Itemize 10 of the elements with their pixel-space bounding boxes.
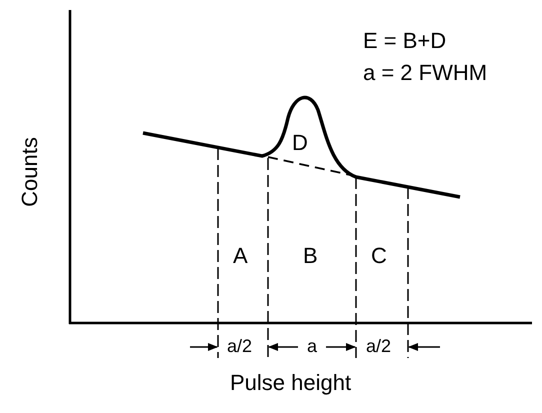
region-label: D: [292, 132, 308, 154]
dimension-label: a/2: [366, 337, 392, 355]
region-label: A: [233, 245, 248, 267]
dimension-label: a/2: [227, 337, 252, 355]
region-label: B: [303, 245, 318, 267]
axis-title: Counts: [18, 137, 41, 207]
region-label: C: [371, 245, 387, 267]
axis-title: Pulse height: [230, 372, 352, 394]
formula-text: E = B+D: [363, 30, 446, 52]
formula-text: a = 2 FWHM: [363, 62, 488, 84]
